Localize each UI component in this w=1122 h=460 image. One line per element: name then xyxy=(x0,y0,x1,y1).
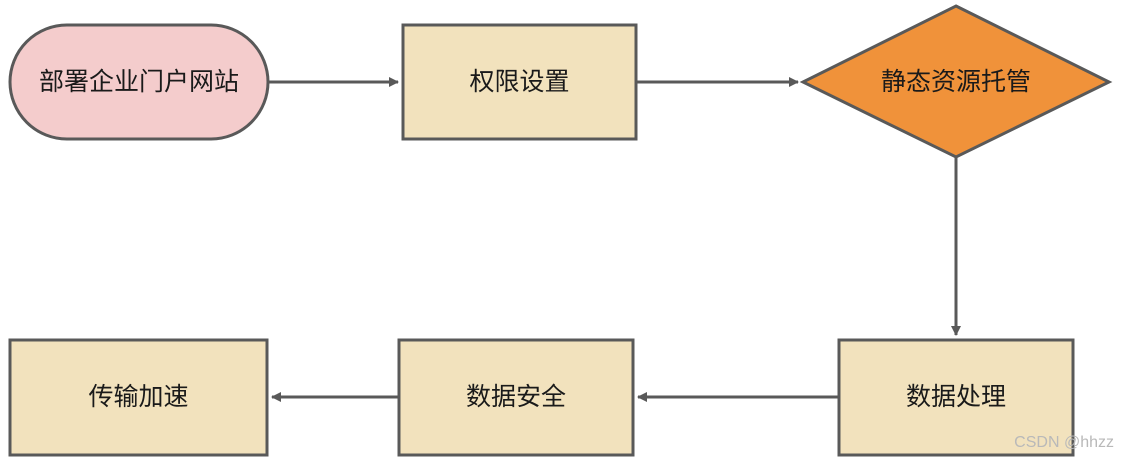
node-data-processing-label: 数据处理 xyxy=(906,382,1006,411)
node-start-shape xyxy=(8,23,270,141)
node-static-hosting-shape xyxy=(799,4,1113,159)
node-data-security-shape xyxy=(397,338,635,457)
watermark: CSDN @hhzz xyxy=(1014,434,1114,451)
node-static-hosting-label: 静态资源托管 xyxy=(881,67,1031,96)
node-permission-label: 权限设置 xyxy=(469,67,569,96)
node-data-processing: 数据处理 xyxy=(837,338,1075,457)
node-start-label: 部署企业门户网站 xyxy=(39,67,239,96)
node-permission-shape xyxy=(401,23,638,141)
node-permission: 权限设置 xyxy=(401,23,638,141)
node-data-security-label: 数据安全 xyxy=(466,382,566,411)
node-static-hosting: 静态资源托管 xyxy=(799,4,1113,159)
node-start: 部署企业门户网站 xyxy=(8,23,270,141)
node-transfer-acceleration-label: 传输加速 xyxy=(88,382,188,411)
node-transfer-acceleration-shape xyxy=(8,338,269,457)
node-data-processing-shape xyxy=(837,338,1075,457)
node-transfer-acceleration: 传输加速 xyxy=(8,338,269,457)
node-data-security: 数据安全 xyxy=(397,338,635,457)
